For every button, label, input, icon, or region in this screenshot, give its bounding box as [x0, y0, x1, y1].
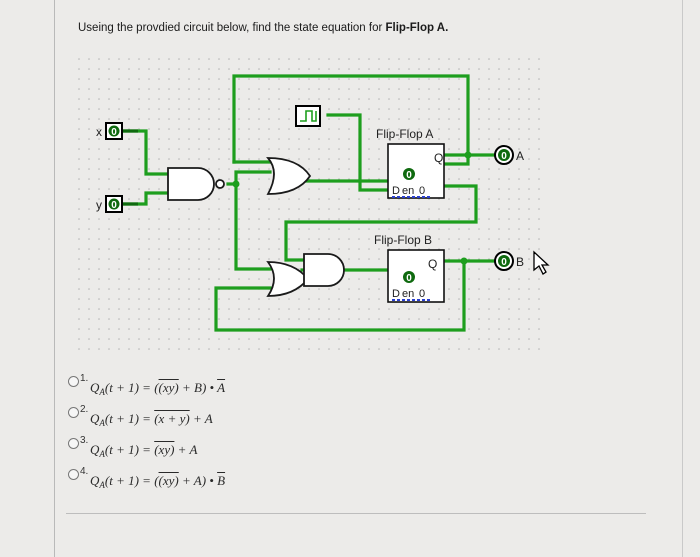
output-b-value: 0 [501, 257, 507, 268]
hand-cursor-icon [533, 250, 550, 275]
ff-a-title: Flip-Flop A [376, 127, 433, 141]
flip-flop-a[interactable]: Flip-Flop A Q 0 D en 0 [376, 127, 445, 199]
junctions [232, 151, 472, 265]
input-y[interactable]: 0 y [96, 195, 123, 213]
option-3-number: 3. [80, 435, 89, 446]
ff-b-en-value: 0 [419, 288, 425, 300]
input-y-value: 0 [111, 200, 117, 211]
option-3-equation: QA(t + 1) = (xy) + A [90, 442, 198, 459]
question-text: Useing the provdied circuit below, find … [78, 22, 448, 34]
nand-gate [167, 167, 225, 201]
ff-b-title: Flip-Flop B [374, 233, 432, 247]
output-b-label: B [516, 255, 524, 269]
or-gate-lower [266, 261, 310, 297]
output-a-label: A [516, 149, 524, 163]
wires-dark [122, 129, 138, 206]
ff-a-d-pin: D [392, 185, 400, 197]
and-gate [303, 253, 345, 287]
option-4-number: 4. [80, 466, 89, 477]
input-x[interactable]: 0 x [96, 122, 123, 140]
option-1-equation: QA(t + 1) = ((xy) + B) • A [90, 380, 226, 397]
input-x-value: 0 [111, 127, 117, 138]
option-3-radio[interactable] [68, 438, 79, 449]
ff-b-en-pin: en [402, 288, 414, 300]
option-2-equation: QA(t + 1) = (x + y) + A [90, 411, 213, 428]
input-x-label: x [96, 125, 102, 139]
flip-flop-b[interactable]: Flip-Flop B Q 0 D en 0 [374, 233, 445, 303]
page-border-left [54, 0, 55, 557]
wire-feedback-bottom [214, 259, 466, 332]
ff-b-d-pin: D [392, 288, 400, 300]
option-1-radio[interactable] [68, 376, 79, 387]
or-gate-upper [266, 157, 312, 195]
output-b: 0 B [494, 251, 524, 271]
question-bold: Flip-Flop A. [385, 22, 449, 34]
ff-b-state: 0 [406, 273, 412, 284]
ff-a-en-pin: en [402, 185, 414, 197]
circuit-diagram: 0 x 0 y Flip-Flop A Q 0 D en 0 [72, 58, 550, 358]
question-prefix: Useing the provdied circuit below, find … [78, 22, 386, 34]
wire-nand-to-or [226, 170, 272, 186]
wire-nand-to-lower-or [234, 182, 272, 271]
option-2-radio[interactable] [68, 407, 79, 418]
clock-source[interactable] [295, 105, 321, 127]
input-y-label: y [96, 198, 102, 212]
ff-a-state: 0 [406, 170, 412, 181]
wire-feedback-top [232, 74, 470, 166]
wire-a-to-and [284, 184, 478, 262]
output-a-value: 0 [501, 151, 507, 162]
divider-line [66, 513, 646, 514]
option-4-equation: QA(t + 1) = ((xy) + A) • B [90, 473, 226, 490]
wire-clock [326, 113, 390, 192]
output-a: 0 A [494, 145, 524, 165]
page-border-right [682, 0, 683, 557]
ff-b-q-pin: Q [428, 257, 437, 271]
option-1-number: 1. [80, 373, 89, 384]
ff-a-en-value: 0 [419, 185, 425, 197]
option-2-number: 2. [80, 404, 89, 415]
ff-a-q-pin: Q [434, 151, 443, 165]
option-4-radio[interactable] [68, 469, 79, 480]
